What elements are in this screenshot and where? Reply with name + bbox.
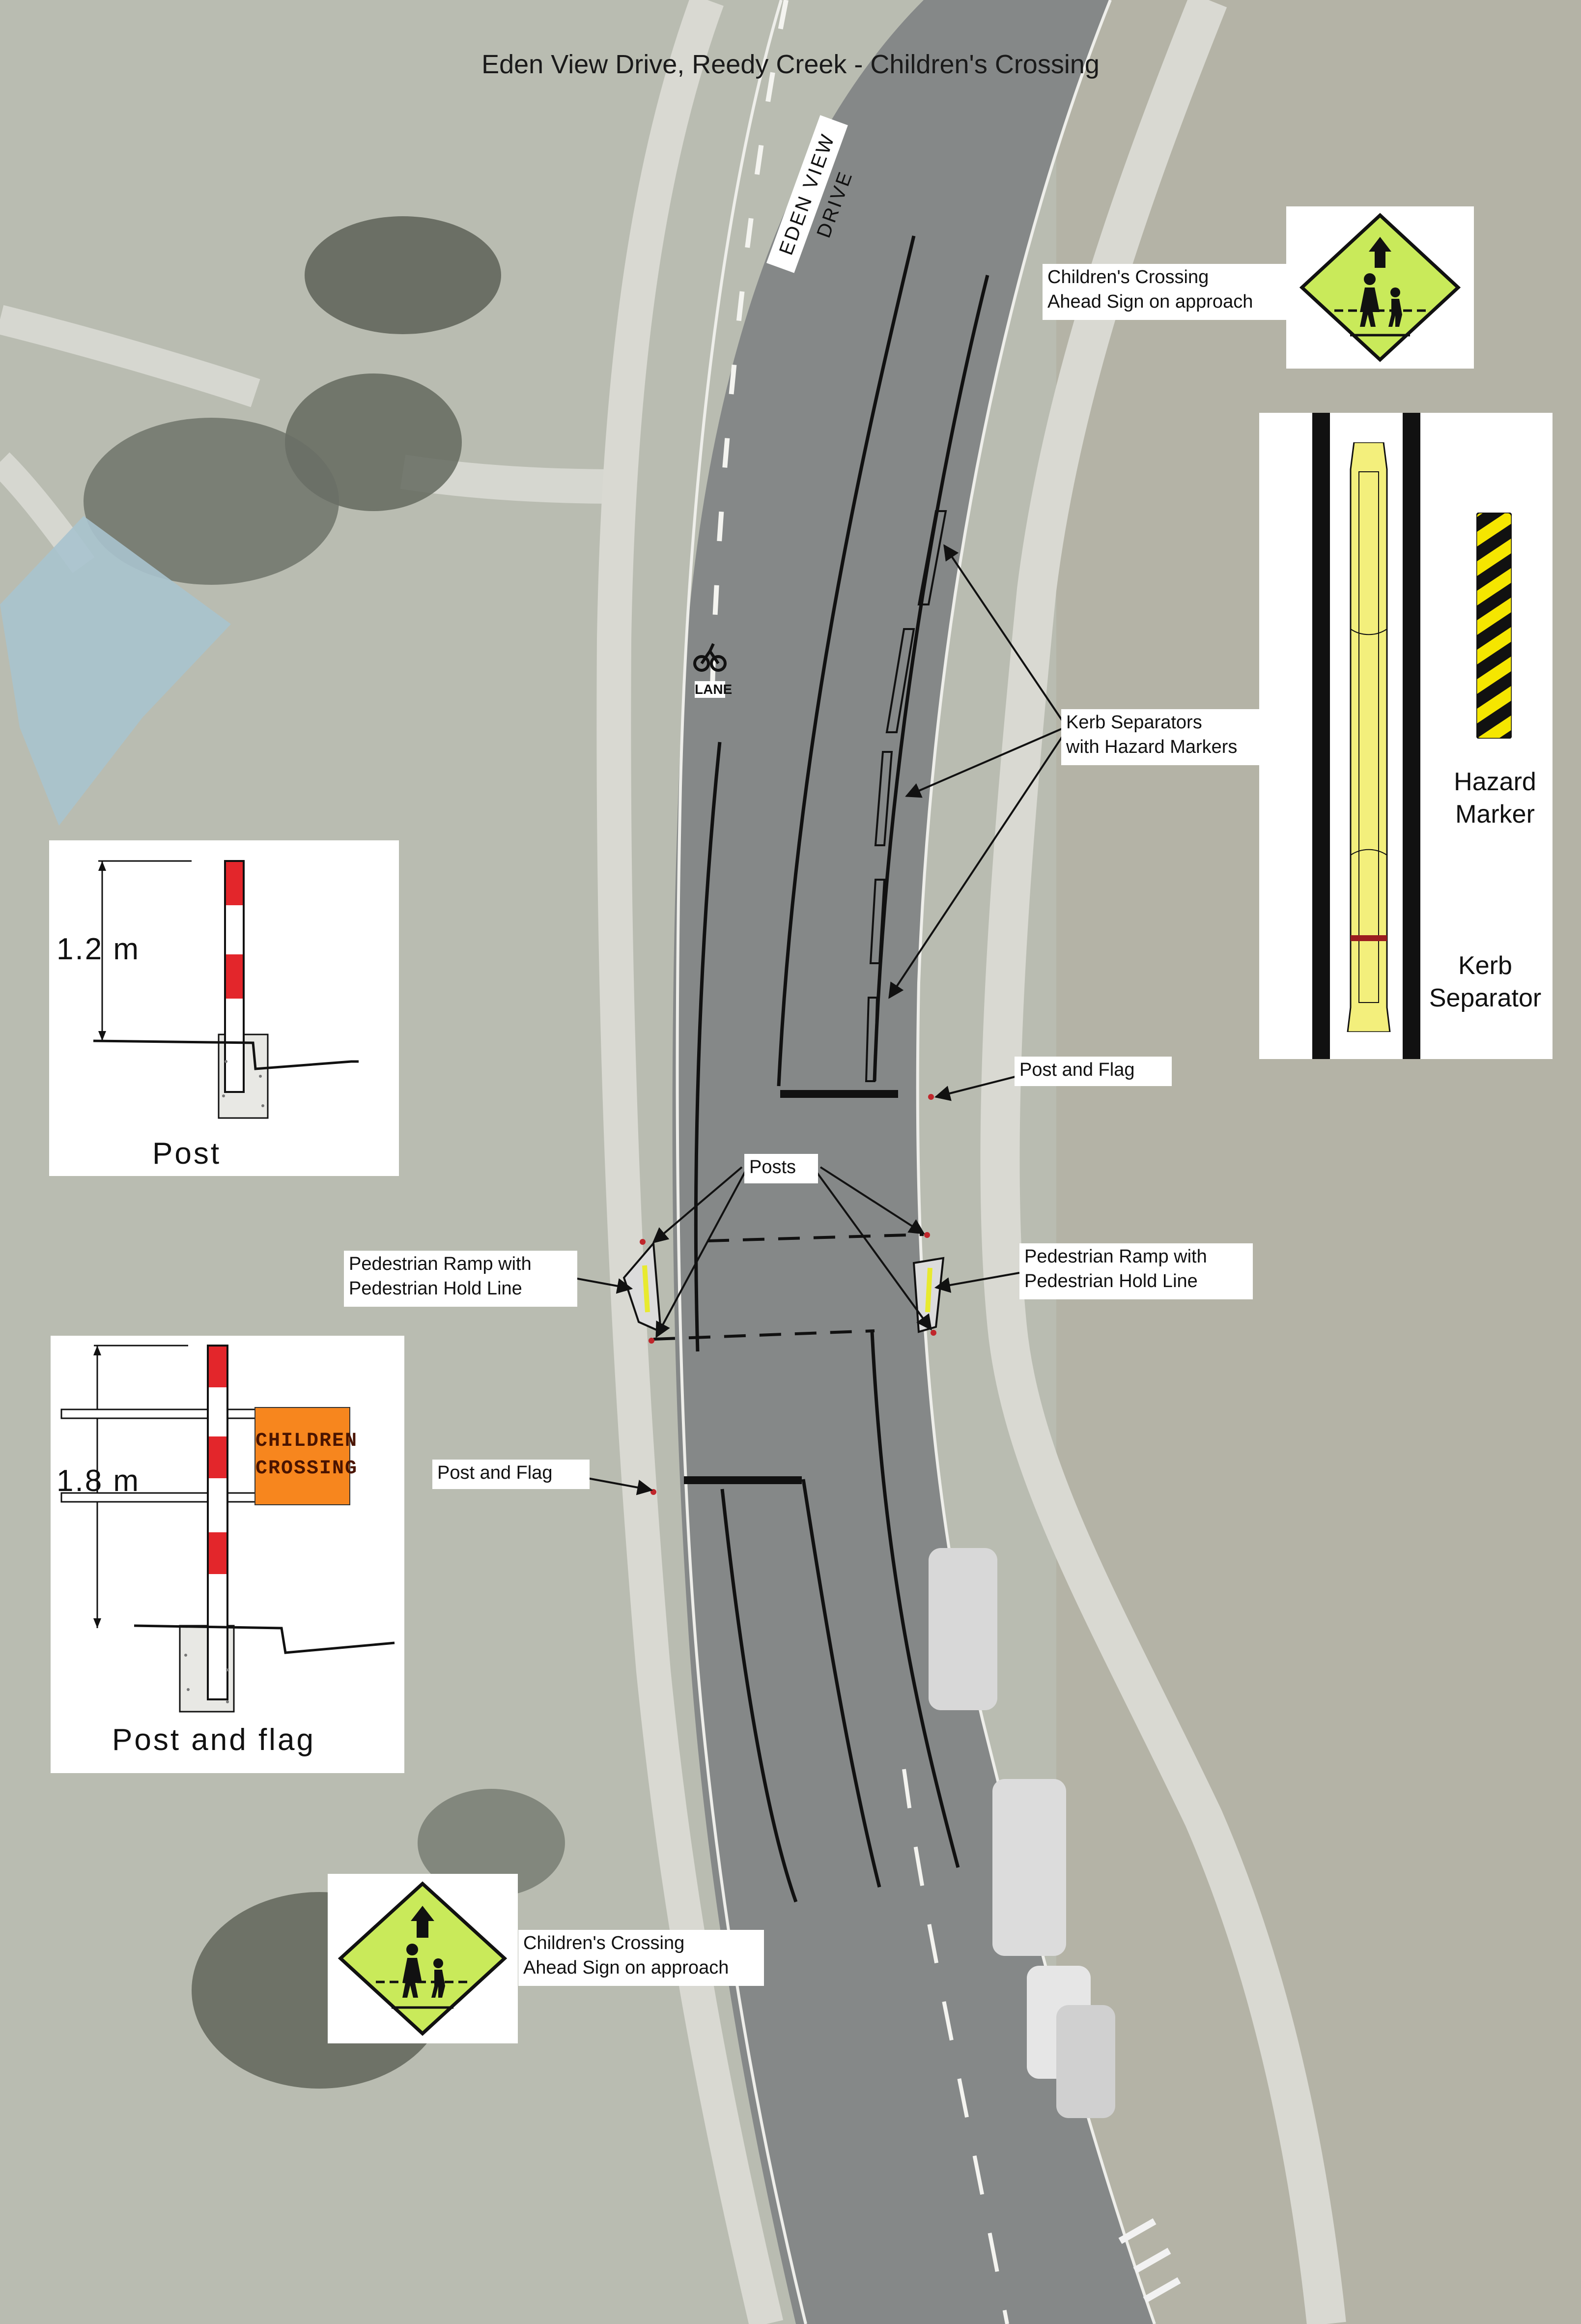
callout-sign-bottom: Children's Crossing Ahead Sign on approa… <box>518 1930 764 1986</box>
callout-post-flag-right: Post and Flag <box>1015 1057 1172 1086</box>
callout-ramp-right: Pedestrian Ramp with Pedestrian Hold Lin… <box>1019 1243 1253 1299</box>
callout-sign-top: Children's Crossing Ahead Sign on approa… <box>1043 264 1288 320</box>
legend-panel: Hazard Marker Kerb Separator <box>1259 413 1553 1059</box>
bike-lane-symbol: LANE <box>693 634 733 703</box>
callout-posts: Posts <box>744 1154 818 1183</box>
post-height-label: 1.2 m <box>56 932 141 966</box>
legend-hazard-marker-label: Hazard Marker <box>1454 768 1536 829</box>
legend-frame <box>1312 413 1330 1059</box>
legend-kerb-separator-label: Kerb Separator <box>1429 951 1542 1012</box>
post-detail-panel: 1.2 m Post <box>49 840 399 1176</box>
hazard-marker-diagram <box>1476 513 1512 739</box>
post-flag-height-label: 1.8 m <box>56 1464 141 1498</box>
top-sign-panel <box>1286 206 1474 369</box>
bike-lane-word: LANE <box>695 681 733 698</box>
bottom-sign-panel <box>328 1874 518 2043</box>
page-title: Eden View Drive, Reedy Creek - Children'… <box>481 50 1100 79</box>
post-flag-detail-diagram <box>60 1345 395 1713</box>
kerb-separator-diagram <box>1347 442 1391 1032</box>
callout-kerb-separators: Kerb Separators with Hazard Markers <box>1061 709 1268 765</box>
callout-ramp-left: Pedestrian Ramp with Pedestrian Hold Lin… <box>344 1251 577 1307</box>
post-detail-diagram <box>93 860 359 1119</box>
childrens-crossing-sign-icon <box>1299 213 1461 362</box>
post-caption: Post <box>152 1137 222 1171</box>
post-flag-caption: Post and flag <box>112 1723 315 1757</box>
legend-frame-right <box>1403 413 1420 1059</box>
childrens-crossing-sign-icon <box>338 1881 508 2036</box>
callout-post-flag-left: Post and Flag <box>432 1460 590 1489</box>
post-flag-detail-panel: CHILDREN CROSSING 1.8 m Post and flag <box>51 1336 404 1773</box>
children-crossing-flag: CHILDREN CROSSING <box>254 1407 357 1505</box>
